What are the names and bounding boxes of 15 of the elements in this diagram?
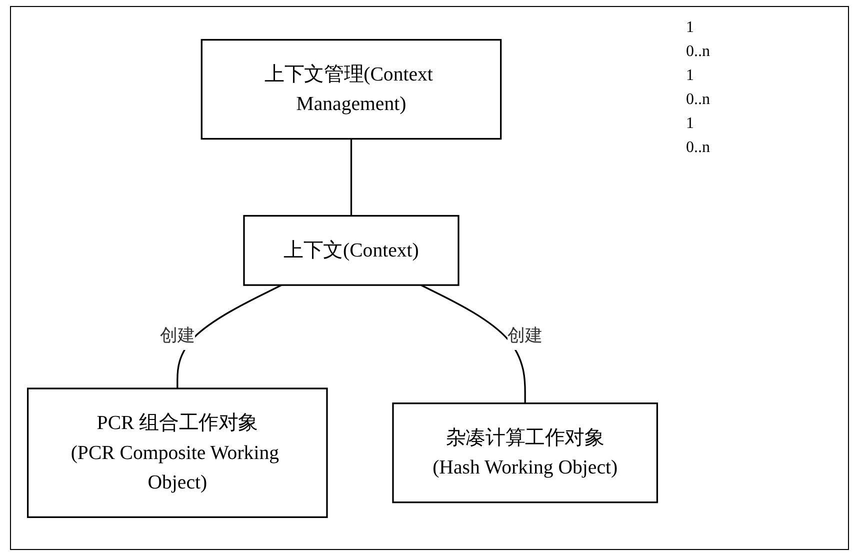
node-box: 上下文管理(Context Management) xyxy=(200,38,502,140)
multiplicity-label: 0..n xyxy=(686,43,711,61)
multiplicity-label: 0..n xyxy=(686,91,711,109)
node-box: 上下文(Context) xyxy=(243,214,460,286)
connector xyxy=(176,284,282,388)
connector xyxy=(420,284,526,403)
multiplicity-label: 1 xyxy=(686,67,695,85)
multiplicity-label: 1 xyxy=(686,19,695,37)
node-box: PCR 组合工作对象 (PCR Composite Working Object) xyxy=(26,387,328,518)
multiplicity-label: 1 xyxy=(686,115,695,133)
node-box: 杂凑计算工作对象 (Hash Working Object) xyxy=(392,402,658,503)
multiplicity-label: 0..n xyxy=(686,139,711,157)
edge-label: 创建 xyxy=(507,326,543,346)
edge-label: 创建 xyxy=(160,326,195,346)
connector xyxy=(350,138,352,216)
